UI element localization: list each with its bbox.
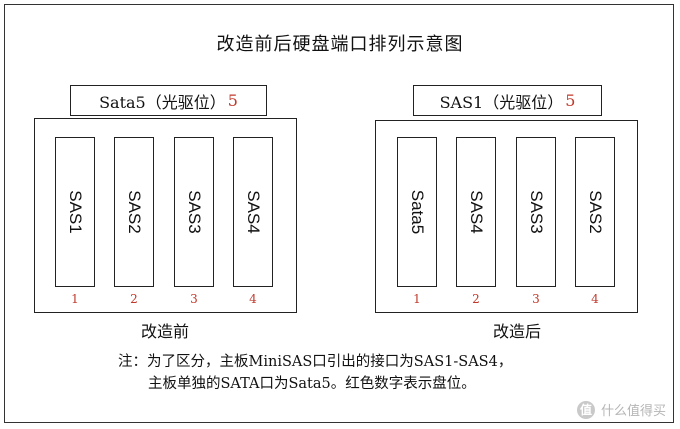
- right-position-3: 3: [532, 292, 540, 306]
- diagram-frame: [4, 4, 674, 423]
- right-position-1: 1: [413, 292, 421, 306]
- right-optical-bay-number: 5: [565, 91, 576, 110]
- right-caption: 改造后: [492, 322, 541, 341]
- left-drive-bay: SAS1 SAS2 SAS3 SAS4 1 2 3 4: [34, 118, 297, 313]
- right-slot-3-label: SAS3: [527, 190, 546, 234]
- left-slot-4: SAS4: [233, 137, 273, 287]
- left-slot-3: SAS3: [174, 137, 214, 287]
- left-position-2: 2: [130, 292, 138, 306]
- right-slot-2: SAS4: [456, 137, 496, 287]
- right-optical-bay-text: SAS1（光驱位）: [439, 92, 564, 112]
- left-slot-2-label: SAS2: [125, 190, 144, 234]
- right-slot-1: Sata5: [397, 137, 437, 287]
- left-slot-1: SAS1: [55, 137, 95, 287]
- right-optical-bay-label: SAS1（光驱位）5: [413, 85, 602, 116]
- diagram-title: 改造前后硬盘端口排列示意图: [216, 34, 464, 55]
- left-slot-3-label: SAS3: [185, 190, 204, 234]
- right-slot-3: SAS3: [516, 137, 556, 287]
- left-optical-bay-label: Sata5（光驱位）5: [70, 85, 267, 116]
- left-slot-4-label: SAS4: [244, 190, 263, 234]
- note-line-1: 注：为了区分，主板MiniSAS口引出的接口为SAS1-SAS4，: [118, 354, 513, 370]
- watermark-logo-icon: 值: [576, 400, 595, 419]
- left-optical-bay-number: 5: [227, 91, 238, 110]
- watermark-text: 什么值得买: [600, 404, 666, 419]
- watermark: 值 什么值得买: [576, 400, 666, 419]
- left-caption: 改造前: [140, 322, 189, 341]
- left-position-4: 4: [249, 292, 257, 306]
- explanation-note: 注：为了区分，主板MiniSAS口引出的接口为SAS1-SAS4， 主板单独的S…: [118, 351, 512, 395]
- right-slot-4: SAS2: [575, 137, 615, 287]
- left-slot-2: SAS2: [114, 137, 154, 287]
- note-line-2: 主板单独的SATA口为Sata5。红色数字表示盘位。: [148, 376, 476, 392]
- left-position-3: 3: [190, 292, 198, 306]
- right-slot-2-label: SAS4: [467, 190, 486, 234]
- left-position-1: 1: [71, 292, 79, 306]
- left-optical-bay-text: Sata5（光驱位）: [99, 92, 226, 112]
- left-slot-1-label: SAS1: [66, 190, 85, 234]
- right-slot-1-label: Sata5: [408, 189, 427, 235]
- right-position-4: 4: [591, 292, 599, 306]
- right-slot-4-label: SAS2: [586, 190, 605, 234]
- right-drive-bay: Sata5 SAS4 SAS3 SAS2 1 2 3 4: [375, 120, 638, 313]
- right-position-2: 2: [472, 292, 480, 306]
